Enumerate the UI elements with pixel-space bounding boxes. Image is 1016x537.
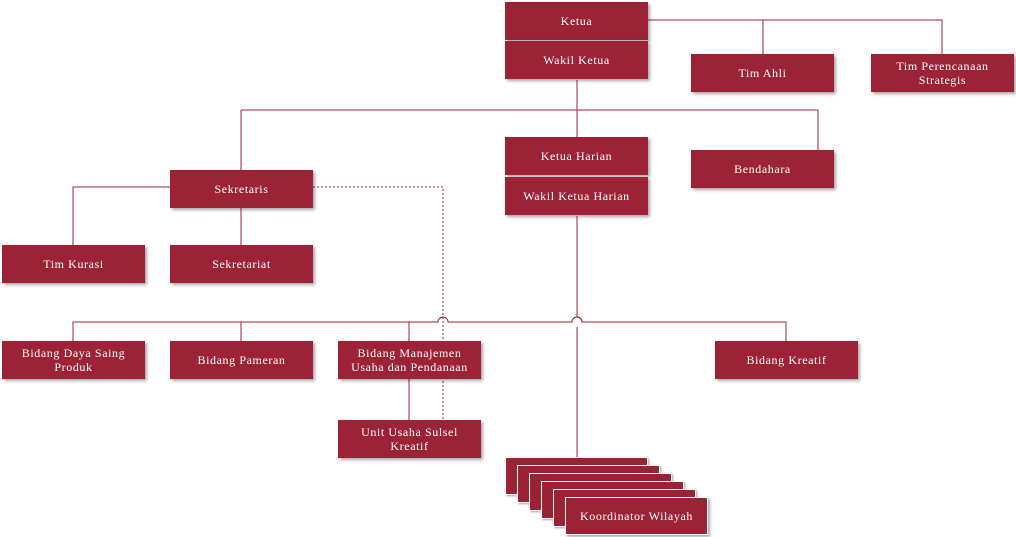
connector-dotted-sekretaris-unit [313, 186, 444, 420]
connector-bidang-bar [72, 316, 583, 341]
node-bidang-pameran[interactable]: Bidang Pameran [170, 341, 313, 379]
connector-ketua-advisors [648, 19, 943, 54]
node-tim-ahli[interactable]: Tim Ahli [691, 54, 834, 92]
node-sekretariat[interactable]: Sekretariat [170, 245, 313, 283]
node-bidang-manajemen[interactable]: Bidang Manajemen Usaha dan Pendanaan [338, 341, 481, 379]
node-tim-kurasi[interactable]: Tim Kurasi [2, 245, 145, 283]
node-ketua[interactable]: Ketua [505, 2, 648, 40]
node-ketua-harian[interactable]: Ketua Harian [505, 137, 648, 175]
connector-wakil-branch [240, 80, 819, 170]
node-tim-perencanaan[interactable]: Tim Perencanaan Strategis [871, 54, 1014, 92]
node-wakil-ketua[interactable]: Wakil Ketua [505, 41, 648, 79]
node-bidang-daya-saing[interactable]: Bidang Daya Saing Produk [2, 341, 145, 379]
node-bendahara[interactable]: Bendahara [691, 150, 834, 188]
connector-wkh-down [576, 216, 787, 341]
connector-sekretaris [72, 186, 242, 245]
node-koordinator-wilayah[interactable]: Koordinator Wilayah [565, 497, 708, 535]
node-sekretaris[interactable]: Sekretaris [170, 170, 313, 208]
node-bidang-kreatif[interactable]: Bidang Kreatif [715, 341, 858, 379]
node-unit-usaha[interactable]: Unit Usaha Sulsel Kreatif [338, 420, 481, 458]
node-wakil-ketua-harian[interactable]: Wakil Ketua Harian [505, 177, 648, 215]
